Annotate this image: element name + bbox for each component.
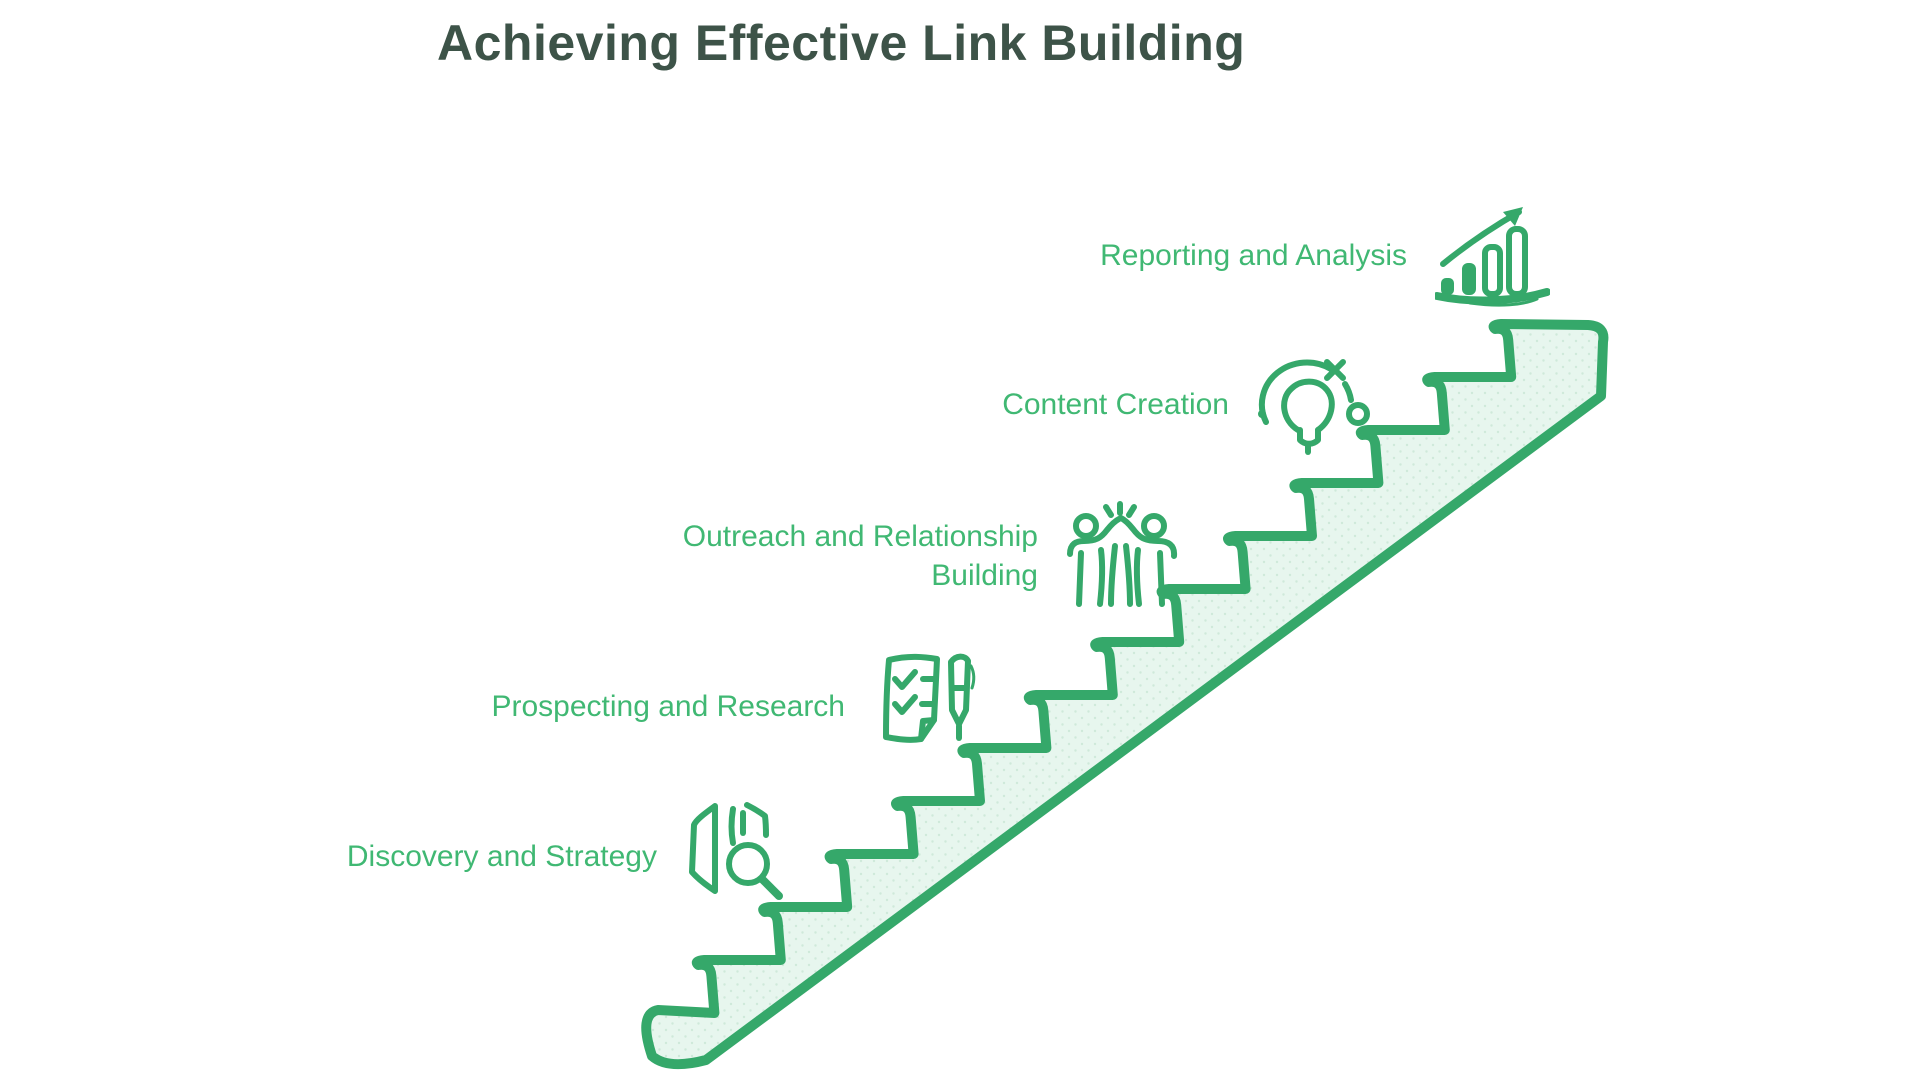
lightbulb-idea-icon [1258, 359, 1370, 455]
map-search-icon [689, 802, 783, 900]
checklist-pen-icon [883, 653, 976, 743]
step-label: Outreach and Relationship Building [682, 520, 1038, 592]
step-label: Reporting and Analysis [1100, 239, 1407, 272]
step-row-content: Content Creation [1002, 352, 1372, 457]
step-row-prospecting: Prospecting and Research [491, 650, 985, 762]
step-label: Prospecting and Research [491, 689, 845, 723]
high-five-icon [1067, 501, 1178, 607]
bar-chart-growth-icon [1435, 207, 1550, 307]
page-title: Achieving Effective Link Building [437, 15, 1246, 71]
step-label: Discovery and Strategy [346, 839, 657, 873]
staircase-path [641, 319, 1609, 1070]
step-row-reporting: Reporting and Analysis [1100, 198, 1550, 313]
step-row-discovery: Discovery and Strategy [347, 800, 795, 912]
step-label: Content Creation [1002, 388, 1229, 421]
step-row-outreach: Outreach and Relationship Building [658, 500, 1178, 612]
